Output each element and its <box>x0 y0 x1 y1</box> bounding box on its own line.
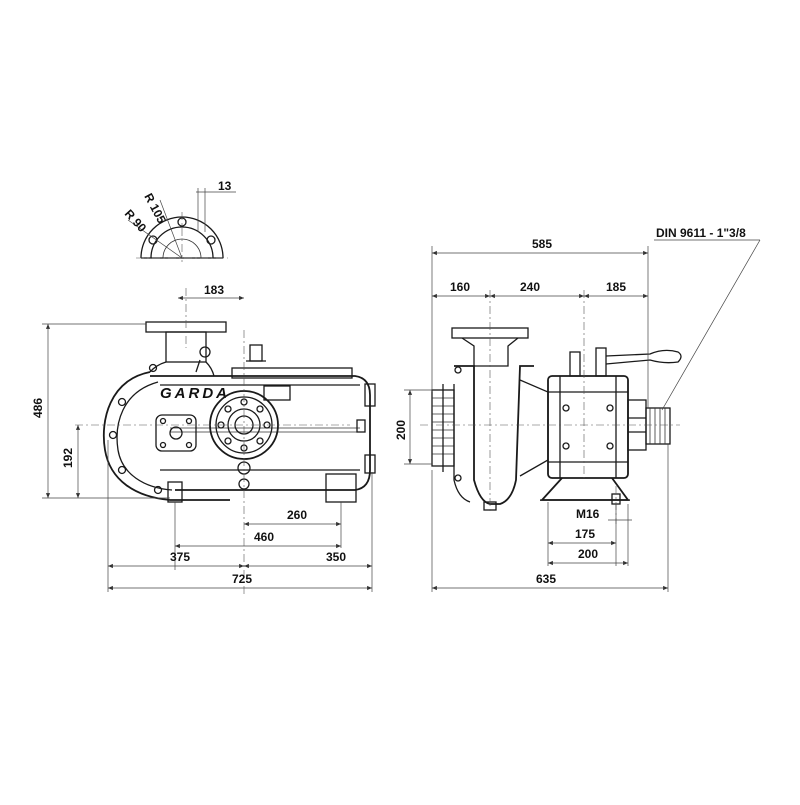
dim-side-240: 240 <box>520 280 540 294</box>
flange-hole-dim: 13 <box>218 179 232 193</box>
dim-front-260: 260 <box>287 508 307 522</box>
flange-radius-inner: R 90 <box>122 207 150 235</box>
side-view: 585 160 240 185 DIN 9611 - 1"3/8 200 M16… <box>394 226 761 592</box>
dim-front-725: 725 <box>232 572 252 586</box>
dim-side-635: 635 <box>536 572 556 586</box>
dim-front-192: 192 <box>61 448 75 468</box>
dim-side-200-foot: 200 <box>578 547 598 561</box>
shaft-spec-label: DIN 9611 - 1"3/8 <box>656 226 746 240</box>
flange-detail: R 105 R 90 13 <box>122 179 236 262</box>
dim-front-350: 350 <box>326 550 346 564</box>
dim-side-160: 160 <box>450 280 470 294</box>
dim-side-200-height: 200 <box>394 420 408 440</box>
front-view: GARDA 183 <box>31 283 376 596</box>
dim-front-375: 375 <box>170 550 190 564</box>
dim-side-185: 185 <box>606 280 626 294</box>
dim-front-486: 486 <box>31 398 45 418</box>
dim-side-175: 175 <box>575 527 595 541</box>
bolt-label: M16 <box>576 507 600 521</box>
brand-label: GARDA <box>160 385 230 402</box>
dim-front-460: 460 <box>254 530 274 544</box>
dim-front-183: 183 <box>204 283 224 297</box>
dim-side-585: 585 <box>532 237 552 251</box>
